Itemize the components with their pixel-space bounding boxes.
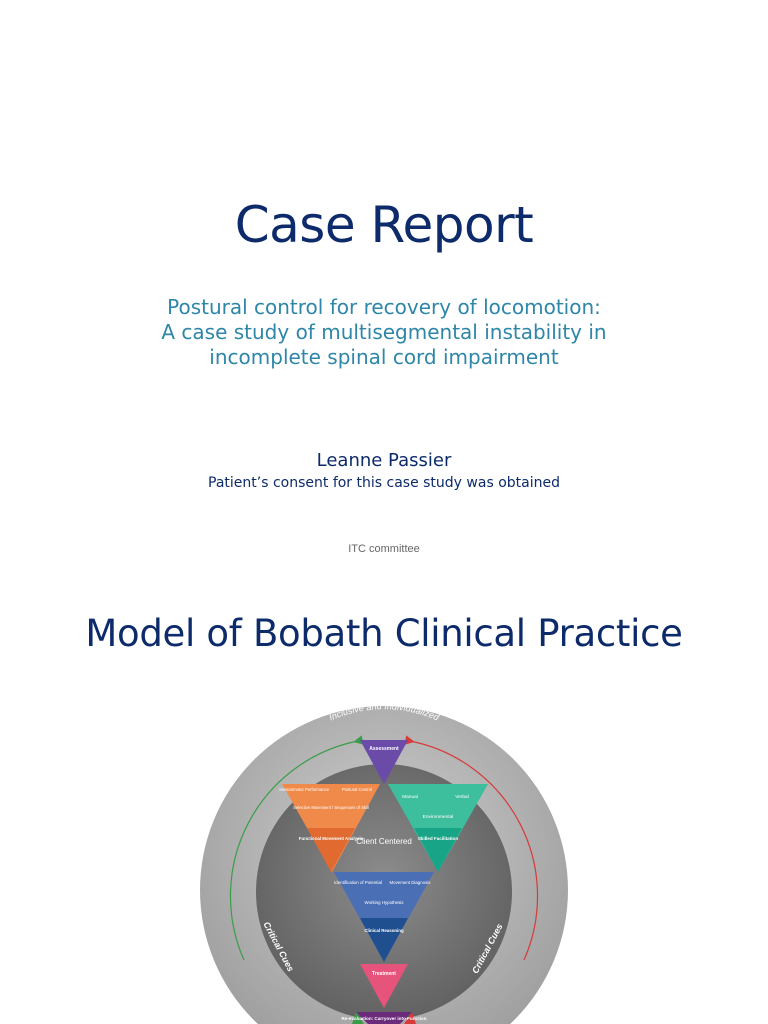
green-cue-arrow: [229, 735, 364, 961]
blue-triangle: [334, 872, 434, 962]
reevaluation-label: Re-evaluation: Carryover into Function: [342, 1016, 427, 1021]
subtitle-line-3: incomplete spinal cord impairment: [209, 345, 559, 369]
consent-note: Patient’s consent for this case study wa…: [208, 475, 560, 491]
treatment-triangle: [360, 964, 408, 1008]
treatment-label: Treatment: [372, 971, 396, 977]
functional-analysis-label: Functional Movement Analysis: [299, 836, 364, 841]
reevaluation-green-tab: [352, 1012, 364, 1024]
manual-label: Manual: [402, 794, 418, 800]
orange-triangle-bottom: [307, 828, 355, 872]
subtitle-line-2: A case study of multisegmental instabili…: [161, 320, 607, 344]
committee-label: ITC committee: [348, 543, 420, 555]
blue-triangle-bottom: [360, 918, 408, 962]
reevaluation-triangle: [356, 1012, 412, 1024]
working-hypothesis-label: Working Hypothesis: [365, 900, 405, 905]
client-centered-label: Client Centered: [356, 837, 412, 846]
skilled-facilitation-label: Skilled Facilitation: [418, 836, 459, 841]
postural-control-label: Postural Control: [342, 787, 372, 792]
identification-label: Identification of Potential: [334, 880, 382, 885]
author-name: Leanne Passier: [316, 450, 452, 471]
red-cue-arrow: [404, 735, 539, 961]
clinical-reasoning-label: Clinical Reasoning: [364, 928, 404, 933]
verbal-label: Verbal: [455, 794, 469, 800]
case-report-title: Case Report: [234, 196, 534, 254]
assessment-triangle: [360, 740, 408, 784]
environmental-label: Environmental: [423, 814, 454, 820]
reevaluation-red-tab: [404, 1012, 416, 1024]
movement-diagnosis-label: Movement Diagnosis: [390, 880, 432, 885]
green-triangle-bottom: [414, 828, 462, 872]
selective-movement-label: Selective Movement / Sequences of Skill: [293, 805, 369, 810]
sensorimotor-label: Sensorimotor Performance: [279, 787, 330, 792]
model-title: Model of Bobath Clinical Practice: [85, 612, 683, 655]
assessment-label: Assessment: [369, 746, 399, 752]
subtitle-line-1: Postural control for recovery of locomot…: [167, 295, 601, 319]
